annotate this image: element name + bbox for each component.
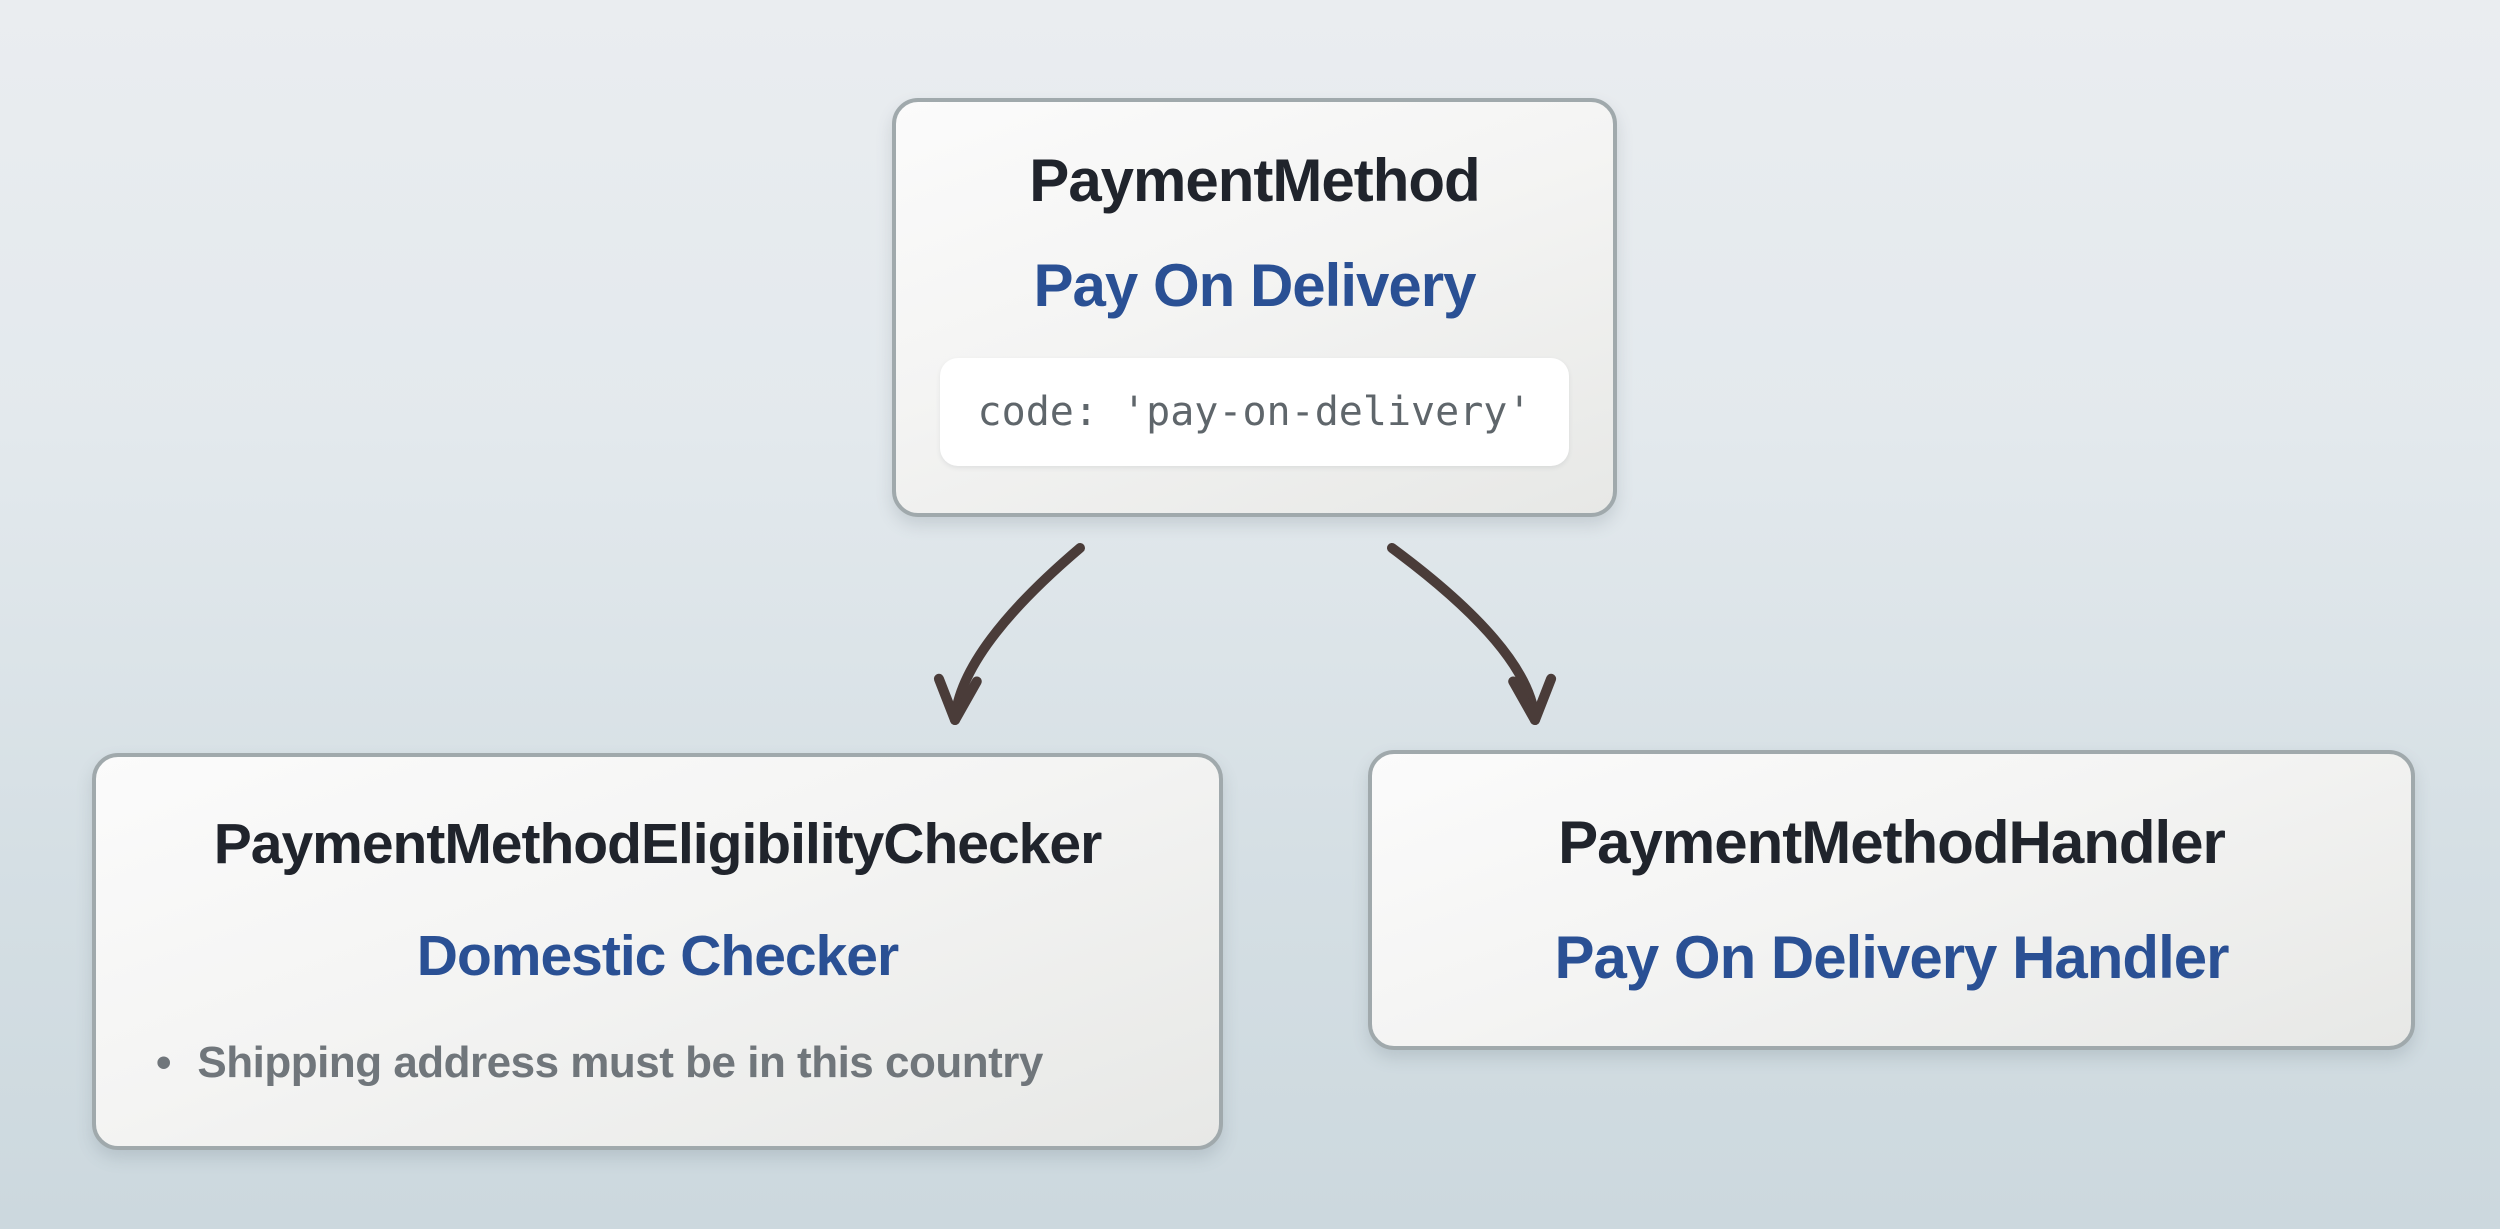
- payment-method-code-chip: code: 'pay-on-delivery': [939, 357, 1570, 466]
- node-handler: PaymentMethodHandler Pay On Delivery Han…: [1368, 750, 2415, 1050]
- edge-arrow-to-handler: [1387, 543, 1557, 725]
- eligibility-rule-text: Shipping address must be in this country: [197, 1038, 1043, 1088]
- node-payment-method: PaymentMethod Pay On Delivery code: 'pay…: [892, 98, 1617, 517]
- node-eligibility-checker-title: PaymentMethodEligibilityChecker: [213, 812, 1103, 877]
- node-eligibility-checker-subtitle: Domestic Checker: [416, 924, 899, 989]
- payment-method-code-text: code: 'pay-on-delivery': [977, 388, 1532, 435]
- node-handler-subtitle: Pay On Delivery Handler: [1554, 923, 2230, 991]
- node-payment-method-title: PaymentMethod: [1029, 147, 1480, 215]
- node-payment-method-subtitle: Pay On Delivery: [1033, 251, 1477, 319]
- edge-arrow-to-eligibility-checker: [933, 543, 1085, 725]
- node-eligibility-checker: PaymentMethodEligibilityChecker Domestic…: [92, 753, 1223, 1150]
- node-handler-title: PaymentMethodHandler: [1558, 809, 2226, 877]
- bullet-dot: •: [156, 1038, 172, 1088]
- eligibility-rule-item: • Shipping address must be in this count…: [116, 1038, 1043, 1088]
